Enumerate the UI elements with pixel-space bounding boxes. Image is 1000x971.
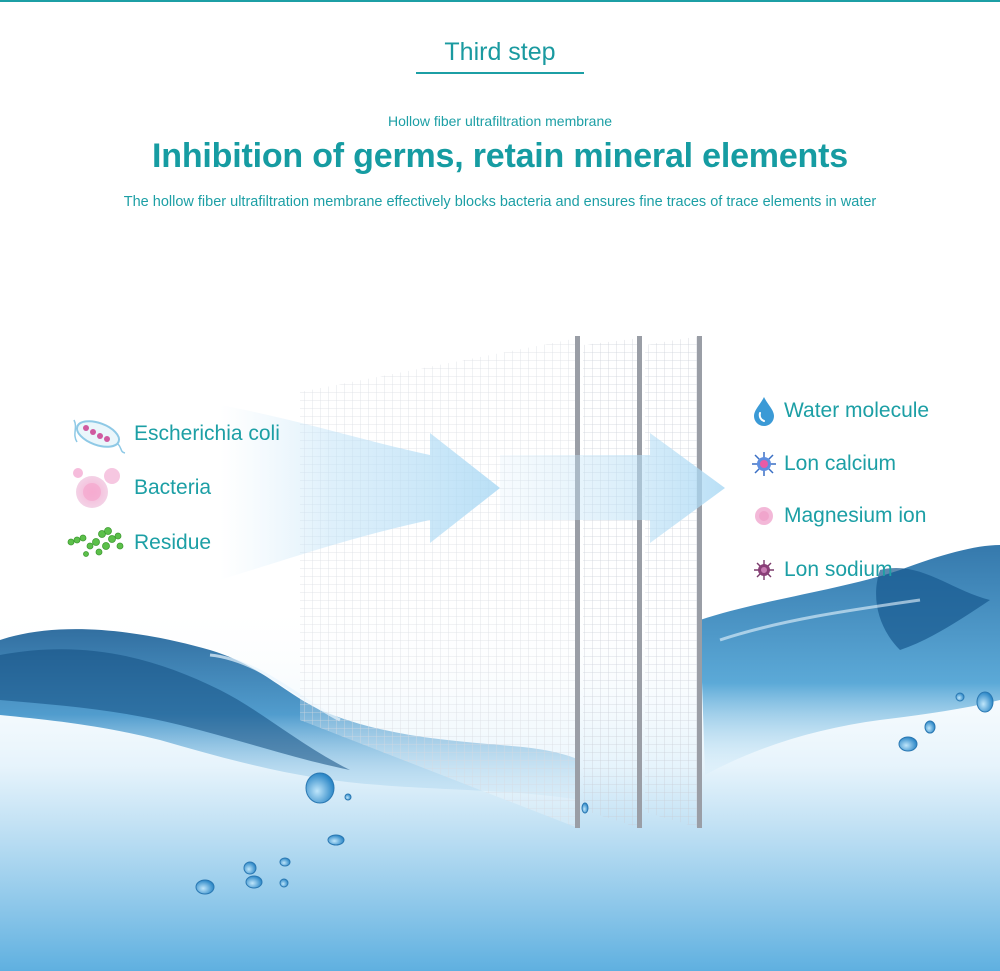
retained-item-label: Lon sodium: [784, 558, 893, 581]
magnesium-ion-icon: [753, 505, 775, 527]
sodium-ion-icon: [753, 559, 775, 581]
retained-item-sodium: Lon sodium: [753, 558, 893, 582]
retained-item-label: Water molecule: [784, 399, 930, 422]
water-drop-icon: [752, 396, 776, 426]
calcium-ion-icon: [751, 451, 777, 477]
retained-item-water-molecule: Water molecule: [752, 396, 929, 426]
escherichia-coli-icon: [68, 414, 126, 454]
bacteria-icon: [70, 466, 122, 510]
blocked-item-label: Residue: [134, 531, 212, 554]
step-label: Third step: [444, 38, 556, 66]
blocked-item-escherichia-coli: Escherichia coli: [68, 414, 280, 454]
blocked-item-label: Escherichia coli: [134, 422, 280, 445]
blocked-item-bacteria: Bacteria: [70, 466, 211, 510]
residue-icon: [66, 526, 126, 560]
step-underline: [416, 72, 584, 74]
retained-item-label: Magnesium ion: [784, 504, 927, 527]
description: The hollow fiber ultrafiltration membran…: [123, 194, 877, 210]
headline: Inhibition of germs, retain mineral elem…: [152, 137, 848, 175]
retained-item-label: Lon calcium: [784, 452, 897, 475]
retained-item-calcium: Lon calcium: [751, 451, 896, 477]
blocked-item-label: Bacteria: [134, 476, 212, 499]
top-rule: [0, 0, 1000, 2]
blocked-item-residue: Residue: [66, 526, 211, 560]
subtitle: Hollow fiber ultrafiltration membrane: [387, 113, 613, 129]
retained-item-magnesium: Magnesium ion: [753, 504, 926, 528]
